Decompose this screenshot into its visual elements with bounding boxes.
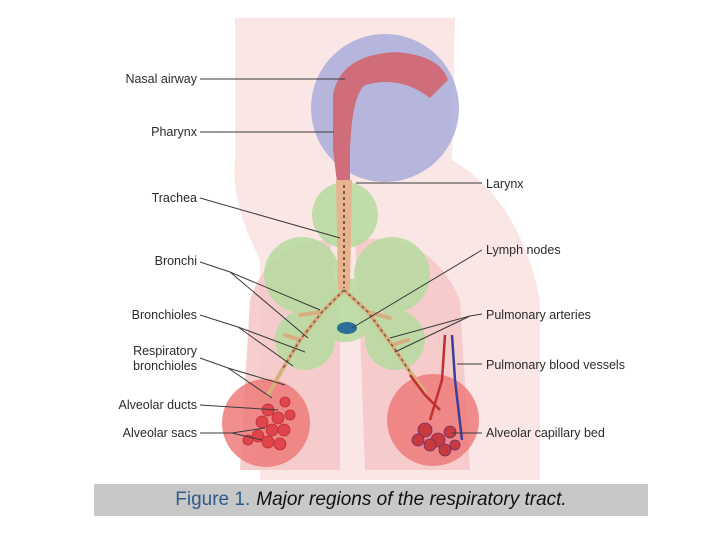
label-bronchi: Bronchi [155,254,197,268]
right-leader-lines [351,182,483,434]
label-larynx: Larynx [486,177,524,191]
label-respiratory-line2: bronchioles [133,359,197,373]
right-alveolar-region [387,374,479,466]
left-labels: Nasal airway Pharynx Trachea Bronchi Bro… [118,72,197,440]
nasal-airway [333,52,448,150]
left-alveolar-sacs [242,396,296,451]
label-pulmonary-arteries: Pulmonary arteries [486,308,591,322]
caption-number: Figure 1. [175,489,251,510]
pulmonary-vessels [409,334,464,441]
label-pharynx: Pharynx [151,125,198,139]
label-lymph-nodes: Lymph nodes [486,243,561,257]
label-bronchioles: Bronchioles [132,308,197,322]
label-nasal-airway: Nasal airway [125,72,197,86]
lymph-node [337,322,357,334]
label-alveolar-capillary-bed: Alveolar capillary bed [486,426,605,440]
left-leader-lines [199,78,345,441]
label-pulmonary-blood-vessels: Pulmonary blood vessels [486,358,625,372]
label-trachea: Trachea [152,191,197,205]
caption-text: Major regions of the respiratory tract. [256,489,567,510]
right-labels: Larynx Lymph nodes Pulmonary arteries Pu… [486,177,625,440]
alveolar-capillaries [411,422,461,457]
figure-caption: Figure 1. Major regions of the respirato… [94,484,648,516]
label-alveolar-sacs: Alveolar sacs [123,426,197,440]
label-alveolar-ducts: Alveolar ducts [118,398,197,412]
tracheobronchial-region [264,182,430,370]
pharynx [333,150,350,182]
label-respiratory-line1: Respiratory [133,344,198,358]
